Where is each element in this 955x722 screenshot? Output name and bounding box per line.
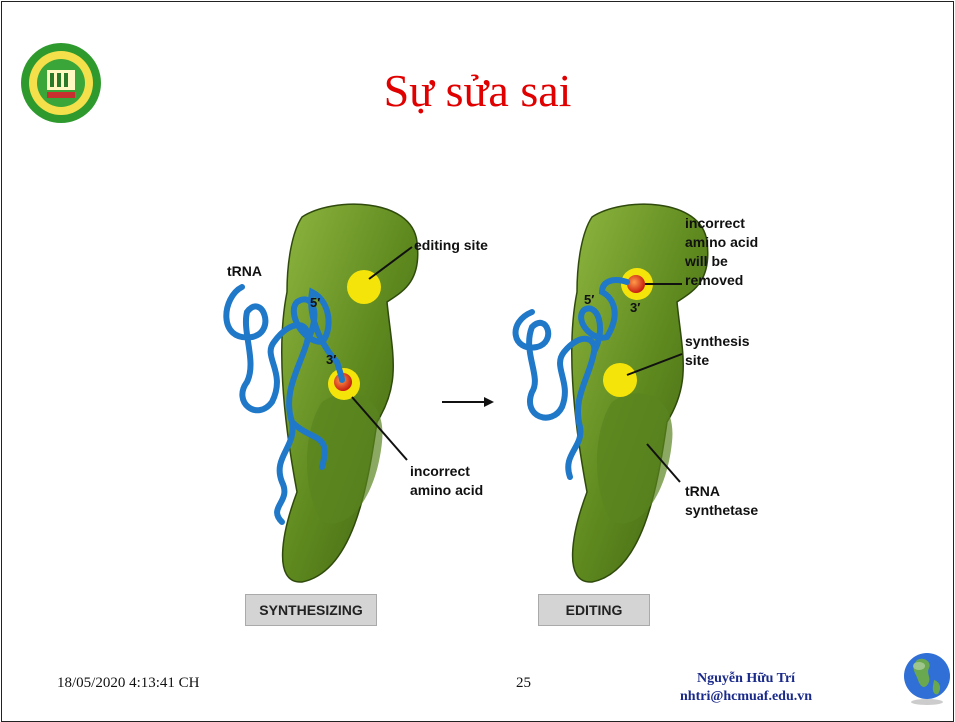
trna-editing-diagram: editing site tRNA 5′ 3′ incorrect amino … <box>202 192 802 642</box>
label-5prime-right: 5′ <box>584 292 594 307</box>
label-editing-site: editing site <box>414 236 488 255</box>
label-3prime-right: 3′ <box>630 300 640 315</box>
synthesis-site-right <box>603 363 637 397</box>
label-incorrect-amino-acid-right: incorrect amino acid will be removed <box>685 214 758 290</box>
label-synthesis-site: synthesis site <box>685 332 750 370</box>
label-incorrect-amino-acid-left: incorrect amino acid <box>410 462 483 500</box>
globe-icon <box>902 650 952 706</box>
author-email: nhtri@hcmuaf.edu.vn <box>680 688 812 706</box>
enzyme-left <box>282 204 418 582</box>
label-5prime-left: 5′ <box>310 295 320 310</box>
footer-date: 18/05/2020 4:13:41 CH <box>57 675 200 692</box>
panel-label-editing: EDITING <box>538 594 650 626</box>
author-name: Nguyễn Hữu Trí <box>680 670 812 688</box>
label-3prime-left: 3′ <box>326 352 336 367</box>
label-trna: tRNA <box>227 262 262 281</box>
label-trna-synthetase: tRNA synthetase <box>685 482 758 520</box>
slide-title: Sự sửa sai <box>2 64 953 117</box>
footer-author: Nguyễn Hữu Trí nhtri@hcmuaf.edu.vn <box>680 670 812 706</box>
amino-acid-right <box>627 275 645 293</box>
page-number: 25 <box>516 675 531 692</box>
panel-label-synthesizing: SYNTHESIZING <box>245 594 377 626</box>
